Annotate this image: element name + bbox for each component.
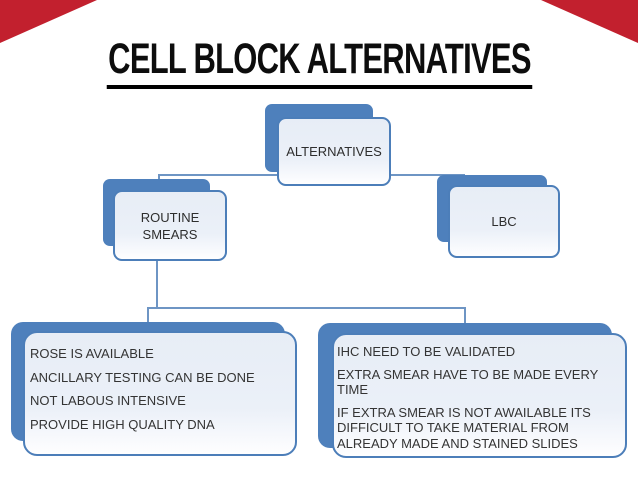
detail-line: EXTRA SMEAR HAVE TO BE MADE EVERY TIME: [337, 366, 599, 398]
routine-smears-node: ROUTINE SMEARS: [113, 190, 227, 261]
connector-top-left-stub: [158, 174, 160, 183]
routine-smears-node-label: ROUTINE SMEARS: [140, 209, 200, 242]
connector-bottom-horizontal: [147, 307, 466, 309]
routine-details-box: ROSE IS AVAILABLE ANCILLARY TESTING CAN …: [23, 331, 297, 456]
detail-line: ANCILLARY TESTING CAN BE DONE: [30, 369, 255, 385]
lbc-details-text: IHC NEED TO BE VALIDATED EXTRA SMEAR HAV…: [334, 335, 625, 451]
connector-bottom-left-stub: [147, 307, 149, 326]
detail-line: ROSE IS AVAILABLE: [30, 346, 154, 361]
routine-details-text: ROSE IS AVAILABLE ANCILLARY TESTING CAN …: [25, 333, 295, 432]
alternatives-node: ALTERNATIVES: [277, 117, 391, 186]
alternatives-node-label: ALTERNATIVES: [286, 144, 382, 159]
detail-line: PROVIDE HIGH QUALITY DNA: [30, 416, 215, 432]
connector-bottom-vertical: [156, 261, 158, 309]
detail-line: NOT LABOUS INTENSIVE: [30, 393, 186, 408]
detail-line: IF EXTRA SMEAR IS NOT AWAILABLE ITS DIFF…: [337, 404, 591, 451]
detail-line: IHC NEED TO BE VALIDATED: [337, 344, 516, 359]
lbc-details-box: IHC NEED TO BE VALIDATED EXTRA SMEAR HAV…: [332, 333, 627, 458]
lbc-node: LBC: [448, 185, 560, 258]
lbc-node-label: LBC: [491, 214, 517, 229]
slide-title-wrap: CELL BLOCK ALTERNATIVES: [0, 36, 638, 89]
connector-bottom-right-stub: [464, 307, 466, 328]
slide-title: CELL BLOCK ALTERNATIVES: [106, 36, 532, 89]
